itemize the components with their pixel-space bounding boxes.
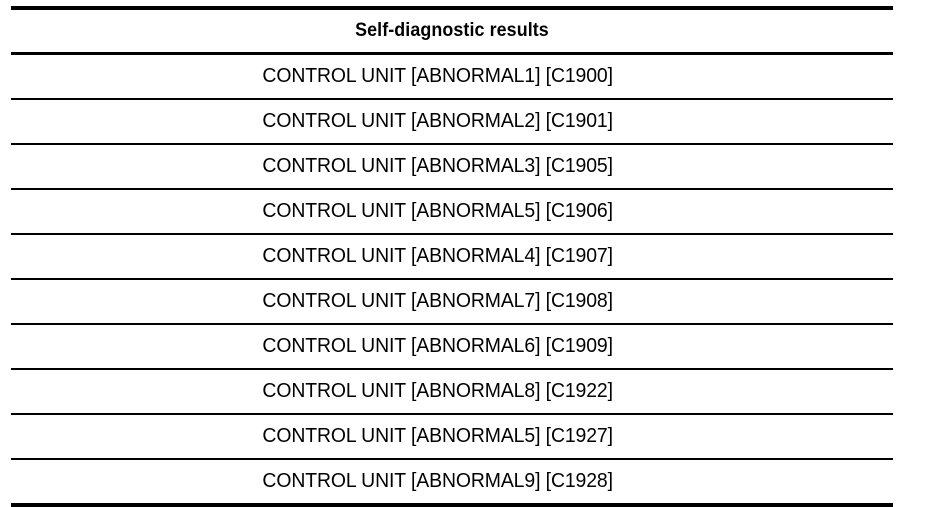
table-row: CONTROL UNIT [ABNORMAL5] [C1906] <box>11 189 893 235</box>
dtc-cell: CONTROL UNIT [ABNORMAL8] [C1922] <box>11 369 893 415</box>
table-row: CONTROL UNIT [ABNORMAL6] [C1909] <box>11 324 893 370</box>
dtc-cell: CONTROL UNIT [ABNORMAL5] [C1906] <box>11 189 893 235</box>
dtc-text: CONTROL UNIT [ABNORMAL6] [C1909] <box>262 335 614 357</box>
table-row: CONTROL UNIT [ABNORMAL3] [C1905] <box>11 144 893 190</box>
dtc-cell: CONTROL UNIT [ABNORMAL7] [C1908] <box>11 279 893 325</box>
table-row: CONTROL UNIT [ABNORMAL2] [C1901] <box>11 99 893 145</box>
dtc-text: CONTROL UNIT [ABNORMAL5] [C1906] <box>262 200 614 222</box>
dtc-cell: CONTROL UNIT [ABNORMAL2] [C1901] <box>11 99 893 145</box>
dtc-text: CONTROL UNIT [ABNORMAL7] [C1908] <box>262 290 614 312</box>
self-diagnostic-results-table: Self-diagnostic results CONTROL UNIT [AB… <box>11 6 893 507</box>
table-header-cell: Self-diagnostic results <box>37 6 867 55</box>
table-row: CONTROL UNIT [ABNORMAL9] [C1928] <box>11 459 893 507</box>
table-body: CONTROL UNIT [ABNORMAL1] [C1900] CONTROL … <box>11 53 893 507</box>
table-row: CONTROL UNIT [ABNORMAL1] [C1900] <box>11 53 893 100</box>
table-header-row: Self-diagnostic results <box>11 6 893 55</box>
dtc-text: CONTROL UNIT [ABNORMAL2] [C1901] <box>262 110 614 132</box>
dtc-text: CONTROL UNIT [ABNORMAL8] [C1922] <box>262 380 614 402</box>
dtc-cell: CONTROL UNIT [ABNORMAL4] [C1907] <box>11 234 893 280</box>
dtc-cell: CONTROL UNIT [ABNORMAL1] [C1900] <box>11 53 893 100</box>
dtc-text: CONTROL UNIT [ABNORMAL4] [C1907] <box>262 245 614 267</box>
table-row: CONTROL UNIT [ABNORMAL8] [C1922] <box>11 369 893 415</box>
dtc-text: CONTROL UNIT [ABNORMAL5] [C1927] <box>262 425 614 447</box>
dtc-text: CONTROL UNIT [ABNORMAL1] [C1900] <box>262 65 614 87</box>
dtc-text: CONTROL UNIT [ABNORMAL9] [C1928] <box>262 470 614 492</box>
dtc-cell: CONTROL UNIT [ABNORMAL6] [C1909] <box>11 324 893 370</box>
self-diagnostic-results-page: Self-diagnostic results CONTROL UNIT [AB… <box>11 6 893 507</box>
table-header-label: Self-diagnostic results <box>355 20 549 41</box>
table-row: CONTROL UNIT [ABNORMAL5] [C1927] <box>11 414 893 460</box>
table-head: Self-diagnostic results <box>11 6 893 55</box>
dtc-cell: CONTROL UNIT [ABNORMAL5] [C1927] <box>11 414 893 460</box>
dtc-text: CONTROL UNIT [ABNORMAL3] [C1905] <box>262 155 614 177</box>
table-row: CONTROL UNIT [ABNORMAL4] [C1907] <box>11 234 893 280</box>
dtc-cell: CONTROL UNIT [ABNORMAL9] [C1928] <box>11 459 893 507</box>
table-row: CONTROL UNIT [ABNORMAL7] [C1908] <box>11 279 893 325</box>
dtc-cell: CONTROL UNIT [ABNORMAL3] [C1905] <box>11 144 893 190</box>
